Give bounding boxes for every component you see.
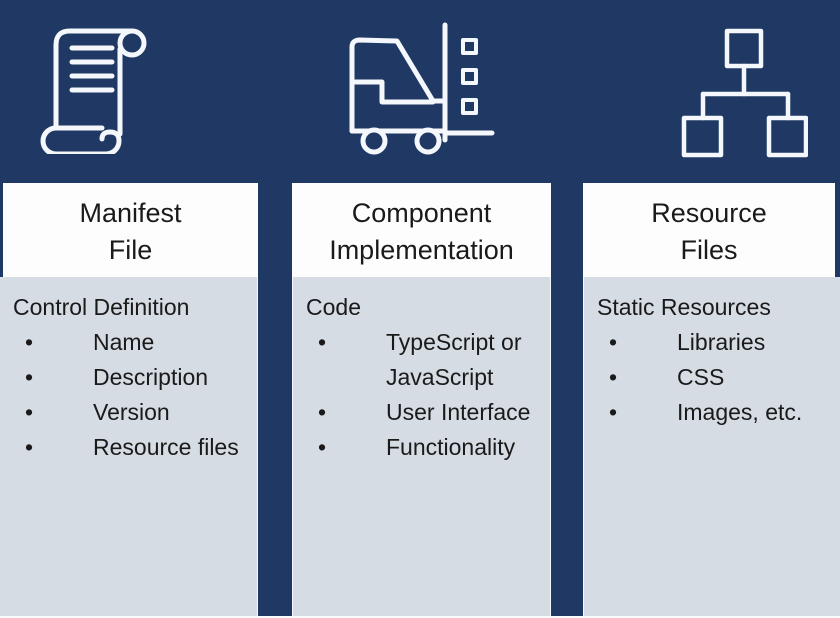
column-resource-files: Resource Files Static Resources Librarie… (583, 183, 840, 616)
bullet-item: Functionality (306, 430, 542, 465)
column-title-line: Files (680, 235, 738, 265)
bullet-text: User Interface (386, 399, 531, 425)
forklift-box (463, 40, 476, 53)
bullet-item: Version (13, 395, 249, 430)
bullet-dot-icon (318, 430, 326, 465)
hierarchy-icon (680, 26, 808, 158)
bullet-text: Description (93, 364, 209, 390)
column-manifest-file: Manifest File Control Definition Name De… (0, 183, 258, 616)
bullet-text: Version (93, 399, 170, 425)
bullet-item: Images, etc. (597, 395, 832, 430)
hierarchy-root-node (727, 31, 761, 66)
column-title-manifest-file: Manifest File (3, 183, 258, 277)
bullet-text: Name (93, 329, 155, 355)
column-title-component-implementation: Component Implementation (292, 183, 551, 277)
forklift-box (463, 70, 476, 83)
bullet-item: Description (13, 360, 249, 395)
bullet-item: User Interface (306, 395, 542, 430)
column-body-resource-files: Static Resources Libraries CSS Images, e… (583, 277, 840, 616)
bullet-text: Resource files (93, 434, 239, 460)
bullet-text: Functionality (386, 434, 516, 460)
body-heading: Static Resources (597, 294, 771, 320)
bullet-text: TypeScript or JavaScript (386, 329, 522, 390)
bullet-item: Libraries (597, 325, 832, 360)
bullet-item: Name (13, 325, 249, 360)
bullet-dot-icon (25, 360, 33, 395)
forklift-step (352, 82, 433, 102)
scroll-icon (38, 20, 158, 154)
body-heading: Control Definition (13, 294, 190, 320)
scroll-paper-outline (56, 31, 132, 128)
bullet-item: CSS (597, 360, 832, 395)
forklift-wheel (417, 130, 439, 152)
column-component-implementation: Component Implementation Code TypeScript… (292, 183, 551, 616)
column-title-line: File (108, 235, 153, 265)
bullet-dot-icon (609, 360, 617, 395)
forklift-cabin (352, 40, 445, 131)
bullet-item: TypeScript or JavaScript (306, 325, 542, 395)
column-title-line: Resource (651, 198, 767, 228)
bullet-dot-icon (25, 395, 33, 430)
bullet-dot-icon (609, 325, 617, 360)
bullet-dot-icon (25, 430, 33, 465)
column-title-line: Component (351, 198, 492, 228)
bullet-item: Resource files (13, 430, 249, 465)
bottom-strip (0, 616, 840, 618)
column-title-resource-files: Resource Files (583, 183, 835, 277)
forklift-box (463, 100, 476, 113)
icon-band (0, 0, 840, 183)
body-heading: Code (306, 294, 361, 320)
bullet-text: CSS (677, 364, 725, 390)
bullet-text: Images, etc. (677, 399, 803, 425)
bullet-dot-icon (318, 395, 326, 430)
bullet-dot-icon (609, 395, 617, 430)
forklift-icon (348, 14, 498, 162)
hierarchy-leaf-node (769, 118, 806, 155)
column-title-line: Implementation (329, 235, 514, 265)
column-body-component-implementation: Code TypeScript or JavaScript User Inter… (292, 277, 551, 616)
scroll-top-curl (120, 31, 144, 55)
hierarchy-leaf-node (684, 118, 721, 155)
bullet-dot-icon (25, 325, 33, 360)
column-body-manifest-file: Control Definition Name Description Vers… (0, 277, 258, 616)
bullet-text: Libraries (677, 329, 766, 355)
forklift-wheel (363, 130, 385, 152)
bullet-dot-icon (318, 325, 326, 360)
scroll-bottom-roll (43, 128, 119, 154)
column-title-line: Manifest (79, 198, 182, 228)
